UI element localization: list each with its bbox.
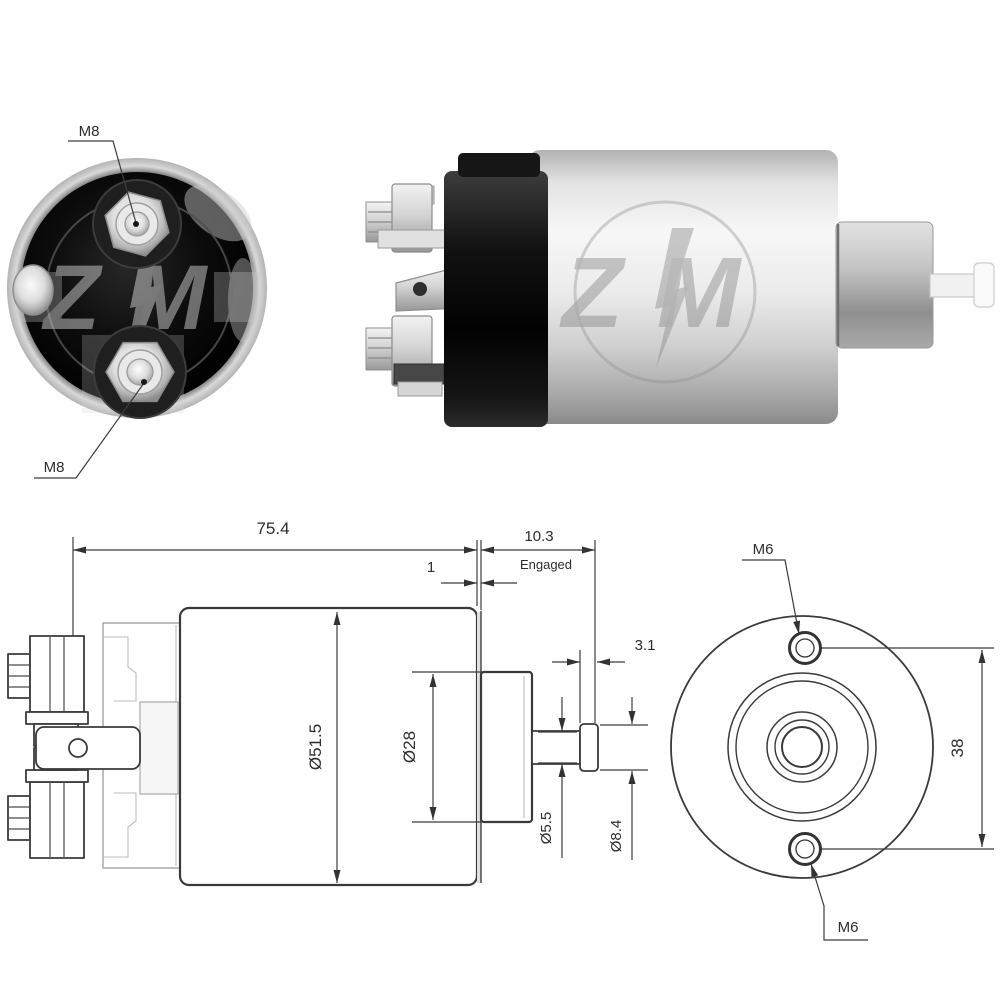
rear-outer-circle bbox=[670, 615, 934, 879]
rear-boss-inner bbox=[774, 719, 830, 775]
front-terminal-bottom bbox=[93, 325, 187, 419]
engaged-step-shade bbox=[477, 612, 481, 883]
side-view-photo: ZM bbox=[365, 150, 995, 427]
leader-dot bbox=[141, 379, 147, 385]
dim-text: 10.3 bbox=[524, 528, 553, 545]
rear-ring-inner bbox=[735, 680, 869, 814]
dim-text: Ø5.5 bbox=[538, 812, 555, 845]
terminal-washer bbox=[377, 229, 447, 249]
hex-nut bbox=[29, 781, 85, 859]
photo-pin-tip bbox=[973, 262, 995, 308]
rear-labels: M6 M6 bbox=[742, 541, 868, 941]
dim-front-diameter: Ø28 bbox=[400, 671, 482, 823]
watermark-bolt-icon bbox=[655, 228, 694, 368]
cap-top-tab bbox=[458, 153, 540, 177]
front-view-labels: M8 M8 bbox=[34, 123, 147, 479]
front-view-photo: ZM M8 M8 bbox=[7, 123, 267, 479]
dim-body-diameter: Ø51.5 bbox=[306, 612, 341, 883]
rear-label-top: M6 bbox=[753, 541, 774, 558]
spade-hole bbox=[68, 738, 88, 758]
dim-text: Ø51.5 bbox=[306, 724, 325, 770]
dim-shaft-diameter: Ø5.5 bbox=[538, 697, 577, 858]
front-terminal-top bbox=[92, 179, 182, 269]
side-view-drawing: 75.4 10.3 Engaged 1 Ø51.5 Ø28 bbox=[7, 519, 655, 887]
rear-hole-top bbox=[788, 631, 822, 665]
rear-view-drawing: M6 M6 38 bbox=[670, 541, 994, 941]
washer bbox=[25, 711, 89, 725]
front-label-bottom: M8 bbox=[44, 459, 65, 476]
highlight-blotch bbox=[184, 184, 252, 242]
rear-leader-top bbox=[742, 559, 801, 635]
photo-contact-cap bbox=[444, 171, 548, 427]
dim-text: 75.4 bbox=[256, 519, 289, 538]
rear-ring-outer bbox=[727, 672, 877, 822]
leader-dot bbox=[133, 221, 139, 227]
terminal-washer-dark bbox=[393, 363, 445, 385]
dim-note: Engaged bbox=[520, 557, 572, 572]
side-watermark: ZM bbox=[559, 200, 774, 384]
rear-label-bottom: M6 bbox=[838, 919, 859, 936]
drawing-terminal-spade bbox=[35, 701, 179, 795]
rear-center-hole bbox=[781, 726, 823, 768]
spade-hole bbox=[413, 282, 427, 296]
hex-nut bbox=[29, 635, 85, 713]
dim-text: Ø28 bbox=[400, 731, 419, 763]
drawing-plunger-tip bbox=[579, 723, 599, 772]
drawing-plunger-shaft bbox=[531, 730, 581, 765]
front-label-top: M8 bbox=[79, 123, 100, 140]
photo-terminal-bottom bbox=[365, 315, 445, 397]
dim-tip-diameter: Ø8.4 bbox=[600, 697, 648, 860]
dim-text: 38 bbox=[948, 739, 967, 758]
side-watermark-text: ZM bbox=[559, 237, 774, 349]
watermark-bar-right bbox=[214, 272, 260, 322]
photo-body-cylinder bbox=[528, 150, 838, 424]
dim-step-one: 1 bbox=[427, 559, 517, 587]
photo-terminal-top bbox=[365, 183, 447, 253]
rear-leader-bottom bbox=[810, 863, 868, 941]
dim-travel: 10.3 Engaged bbox=[476, 528, 596, 723]
dim-tip-length: 3.1 bbox=[552, 637, 655, 723]
rear-hole-bottom bbox=[788, 832, 822, 866]
dim-text: 1 bbox=[427, 559, 435, 576]
rear-boss-outer bbox=[766, 711, 838, 783]
front-leader-bottom bbox=[34, 382, 145, 479]
washer bbox=[25, 769, 89, 783]
dim-total-length: 75.4 bbox=[73, 519, 477, 554]
photo-step-cylinder bbox=[835, 221, 934, 349]
dim-text: Ø8.4 bbox=[608, 820, 625, 853]
front-side-stud bbox=[12, 264, 54, 316]
photo-pin-shaft bbox=[929, 273, 979, 298]
front-leader-top bbox=[68, 140, 137, 224]
dim-text: 3.1 bbox=[635, 637, 656, 654]
dim-hole-spacing: 38 bbox=[822, 647, 994, 850]
highlight-blotch bbox=[228, 258, 258, 342]
